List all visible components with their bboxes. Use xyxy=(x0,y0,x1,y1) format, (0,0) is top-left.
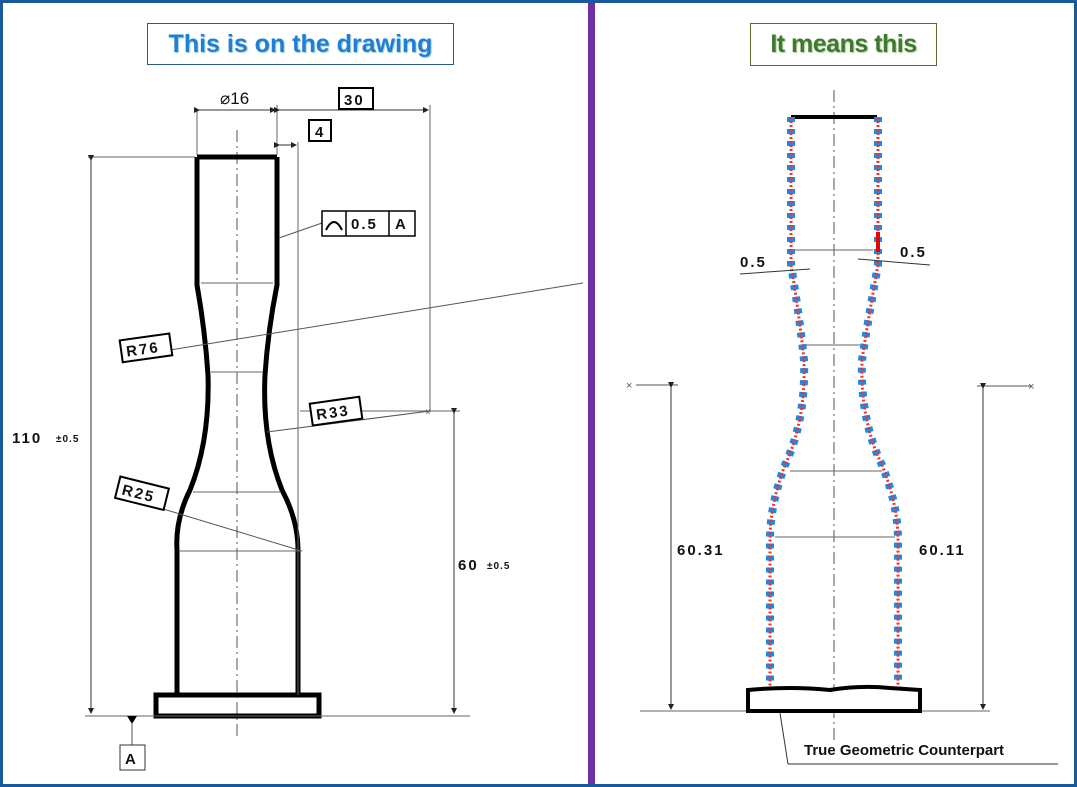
radius-76-label: R76 xyxy=(125,339,161,361)
right-zone-dimension: 0.5 xyxy=(900,244,927,261)
actual-surface-right xyxy=(860,117,900,690)
datum-a-label: A xyxy=(125,751,138,768)
left-zone-dimension: 0.5 xyxy=(740,254,767,271)
profile-of-a-line-icon xyxy=(325,221,343,231)
right-height-dimension: 60.11 xyxy=(919,542,966,559)
part-outline xyxy=(174,154,301,695)
tolerance-zone-right xyxy=(857,117,902,690)
radius-33-label: R33 xyxy=(315,402,351,424)
actual-surface-left xyxy=(768,117,806,690)
panel-divider xyxy=(588,3,595,784)
right-panel-title: It means this xyxy=(750,23,937,66)
lower-height-dimension: 60 xyxy=(458,557,479,574)
fcf-tolerance: 0.5 xyxy=(351,216,378,233)
diameter-dimension: ⌀16 xyxy=(220,89,249,108)
feature-control-frame: 0.5 A xyxy=(321,210,416,237)
right-drawing: 0.5 0.5 × 60.31 × 60.11 xyxy=(626,90,1058,765)
basic-dimension-4: 4 xyxy=(315,124,325,141)
tolerance-zone-left xyxy=(766,117,809,690)
overall-height-dimension: 110 xyxy=(12,430,42,447)
true-geometric-counterpart-label: True Geometric Counterpart xyxy=(804,742,1005,759)
left-height-dimension: 60.31 xyxy=(677,542,725,559)
left-panel-title: This is on the drawing xyxy=(147,23,454,65)
overall-height-tolerance: ±0.5 xyxy=(56,434,79,445)
svg-text:×: × xyxy=(1028,381,1034,393)
left-drawing: ⌀16 30 4 110 ±0.5 60 ±0.5 × R76 R33 xyxy=(12,87,584,771)
svg-text:×: × xyxy=(425,407,431,418)
lower-height-tolerance: ±0.5 xyxy=(487,561,510,572)
svg-text:×: × xyxy=(626,380,632,392)
basic-dimension-30: 30 xyxy=(344,92,365,109)
fcf-datum: A xyxy=(395,216,408,233)
counterpart-base xyxy=(746,684,922,713)
